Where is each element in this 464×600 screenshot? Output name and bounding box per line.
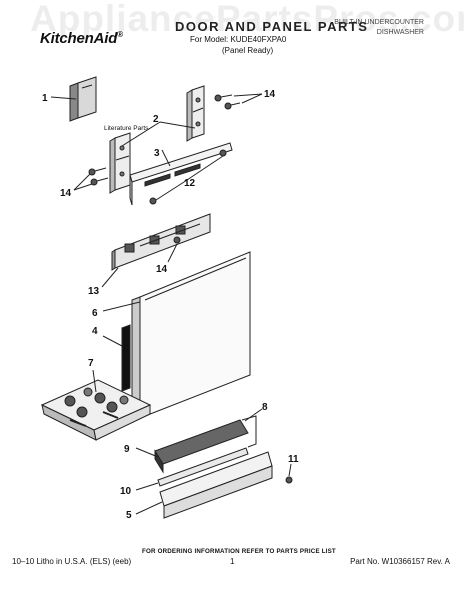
kick-bracket <box>157 447 249 487</box>
literature-booklet <box>69 76 97 122</box>
ordering-note: FOR ORDERING INFORMATION REFER TO PARTS … <box>142 548 336 555</box>
toe-kick-panel <box>159 451 273 519</box>
callout-4: 4 <box>92 326 98 337</box>
insulation-strip <box>121 324 131 392</box>
callout-10: 10 <box>120 486 132 497</box>
brand-logo: KitchenAid® <box>40 30 123 47</box>
callout-2: 2 <box>153 114 159 125</box>
callout-14-top: 14 <box>264 89 276 100</box>
screws-12 <box>149 149 227 205</box>
screw-11 <box>285 476 293 484</box>
callout-3: 3 <box>154 148 160 159</box>
callout-7: 7 <box>88 358 94 369</box>
callout-5: 5 <box>126 510 132 521</box>
screws-left <box>88 167 109 186</box>
leader-lines <box>73 93 292 515</box>
callout-9: 9 <box>124 444 130 455</box>
control-module <box>111 213 211 271</box>
panel-note: (Panel Ready) <box>222 46 274 55</box>
leader-line-1 <box>50 96 77 100</box>
callout-1: 1 <box>42 93 48 104</box>
brand-registered-mark: ® <box>117 30 123 39</box>
callout-14-mid: 14 <box>156 264 168 275</box>
callout-8: 8 <box>262 402 268 413</box>
watermark-text: AppliancePartsPros.com <box>30 0 464 39</box>
screws-top-right <box>214 94 241 110</box>
page-number: 1 <box>230 557 235 566</box>
callout-14-left: 14 <box>60 188 72 199</box>
brand-name: KitchenAid <box>40 30 118 47</box>
right-mounting-bracket <box>186 85 205 142</box>
category-line-2: DISHWASHER <box>376 29 424 36</box>
literature-parts-label: Literature Parts <box>104 125 149 132</box>
left-mounting-bracket <box>109 132 131 194</box>
hardware-kit <box>40 379 152 441</box>
control-panel-strip <box>129 142 233 206</box>
part-number: Part No. W10366157 Rev. A <box>350 557 450 566</box>
callout-12: 12 <box>184 178 196 189</box>
callout-11: 11 <box>288 454 299 465</box>
screw-module <box>173 236 181 244</box>
page-title: DOOR AND PANEL PARTS <box>175 19 369 34</box>
watermark: AppliancePartsPros.com® <box>30 0 464 40</box>
print-info: 10–10 Litho in U.S.A. (ELS) (eeb) <box>12 557 132 566</box>
callout-6: 6 <box>92 308 98 319</box>
category-line-1: BUILT-IN UNDERCOUNTER <box>334 19 424 26</box>
inner-door-panel <box>131 251 251 423</box>
callout-13: 13 <box>88 286 100 297</box>
model-line: For Model: KUDE40FXPA0 <box>190 35 287 44</box>
